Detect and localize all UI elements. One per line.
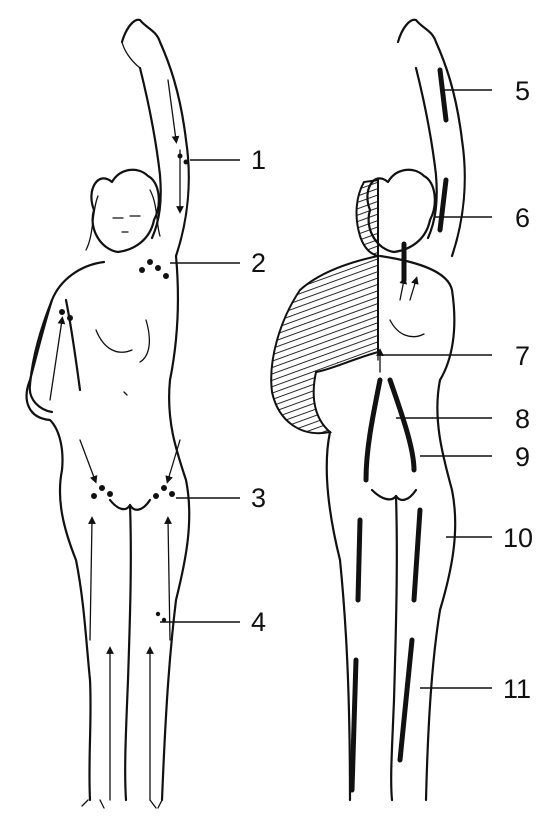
right-figure bbox=[271, 20, 465, 800]
callout-9: 9 bbox=[420, 442, 530, 472]
callout-number: 11 bbox=[503, 674, 531, 704]
callout-number: 4 bbox=[251, 607, 266, 637]
left-figure bbox=[27, 20, 190, 808]
right-head-region bbox=[357, 180, 378, 256]
callout-number: 9 bbox=[515, 442, 530, 472]
callout-1: 1 bbox=[190, 145, 266, 175]
callout-2: 2 bbox=[170, 248, 266, 278]
callout-number: 2 bbox=[251, 248, 266, 278]
callout-4: 4 bbox=[160, 607, 266, 637]
callout-7: 7 bbox=[380, 341, 530, 371]
callout-number: 10 bbox=[503, 523, 533, 553]
callout-8: 8 bbox=[396, 404, 530, 434]
callout-11: 11 bbox=[420, 674, 531, 704]
callout-number: 3 bbox=[251, 483, 266, 513]
callout-6: 6 bbox=[434, 203, 530, 233]
callout-10: 10 bbox=[446, 523, 533, 553]
callout-number: 8 bbox=[515, 404, 530, 434]
callout-number: 7 bbox=[515, 341, 530, 371]
left-head bbox=[91, 170, 158, 252]
callout-number: 6 bbox=[515, 203, 530, 233]
right-hatched-region bbox=[271, 256, 378, 433]
callout-number: 1 bbox=[251, 145, 266, 175]
callout-number: 5 bbox=[515, 76, 530, 106]
